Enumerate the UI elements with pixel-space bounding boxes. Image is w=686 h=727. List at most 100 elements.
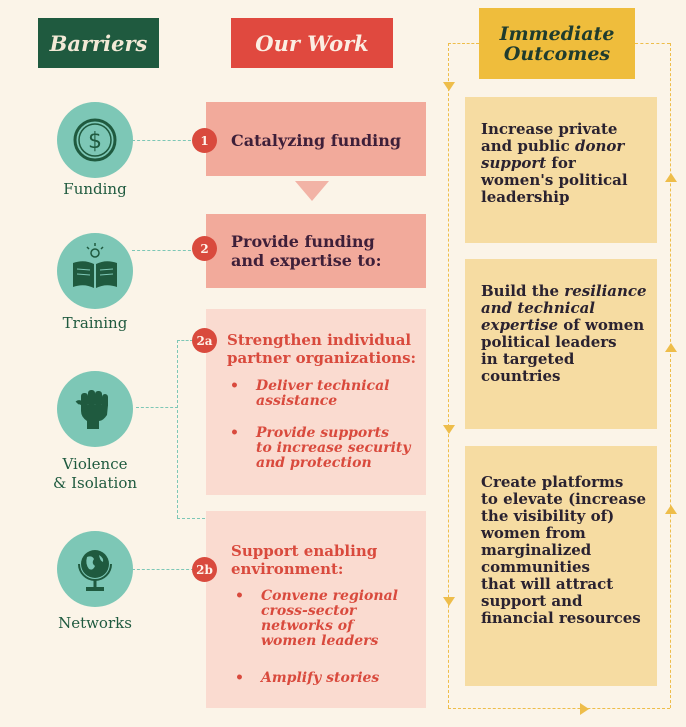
globe-icon (78, 550, 112, 591)
outcome-3-line: that will attract (481, 575, 614, 593)
open-book-icon (73, 243, 117, 288)
outcomes-frame-top-left (448, 43, 479, 44)
outcome-2-emphasis: expertise (481, 316, 559, 334)
networks-circle (57, 531, 133, 607)
outcome-2-emphasis: resiliance (564, 282, 647, 300)
connector-networks (132, 569, 194, 570)
barriers-header: Barriers (38, 18, 159, 68)
step-2a-bullet-2: Provide supports to increase security an… (230, 425, 411, 471)
outcome-1-line: and public (481, 137, 575, 155)
step-2a-box: Strengthen individual partner organizati… (206, 309, 426, 495)
step-2b-bullet-1-line3: networks of (261, 618, 354, 634)
outcomes-header-line1: Immediate (499, 22, 615, 45)
up-triangle-icon (665, 343, 677, 352)
outcome-box-3: Create platforms to elevate (increase th… (465, 446, 657, 686)
connector-violence (136, 407, 178, 408)
step-2a-title-line1: Strengthen individual (227, 331, 412, 349)
outcomes-frame-bottom (448, 708, 670, 709)
connector-training (132, 250, 196, 251)
outcome-2-line: in targeted (481, 350, 575, 368)
step-2a-bullet-1: Deliver technical assistance (230, 378, 390, 409)
outcome-2-line: political leaders (481, 333, 617, 351)
outcome-1-line: women's political (481, 171, 628, 189)
funding-circle: $ (57, 102, 133, 178)
step-2a-bullet-1-line1: Deliver technical (256, 378, 390, 394)
outcome-3-line: women from (481, 524, 586, 542)
step-2b-bullet-1-line1: Convene regional (261, 588, 398, 604)
step-2-title-line1: Provide funding (231, 232, 375, 251)
outcomes-frame-right (670, 43, 671, 708)
violence-label-line2: & Isolation (52, 474, 138, 492)
step-2a-bullet-1-line2: assistance (256, 393, 338, 409)
down-triangle-icon (443, 82, 455, 91)
step-1-badge: 1 (192, 128, 217, 153)
step-2-title: Provide funding and expertise to: (231, 232, 381, 270)
up-triangle-icon (665, 173, 677, 182)
outcome-1-emphasis: donor (574, 137, 625, 155)
outcome-3-text: Create platforms to elevate (increase th… (481, 474, 649, 627)
step-2a-bullet-2-line2: to increase security (256, 440, 411, 456)
outcome-2-emphasis: and technical (481, 299, 596, 317)
outcomes-header-line2: Outcomes (503, 42, 611, 65)
connector-violence-2b (177, 518, 205, 519)
violence-circle (57, 371, 133, 447)
outcome-box-1: Increase private and public donor suppor… (465, 97, 657, 243)
step-2-title-line2: and expertise to: (231, 251, 382, 270)
step-2a-title: Strengthen individual partner organizati… (227, 331, 416, 367)
outcome-2-line: of women (558, 316, 645, 334)
step-2b-bullet-1-line4: women leaders (261, 633, 379, 649)
outcome-3-line: marginalized (481, 541, 592, 559)
outcomes-frame-top-right (635, 43, 670, 44)
our-work-header: Our Work (231, 18, 393, 68)
step-2-box: Provide funding and expertise to: (206, 214, 426, 288)
outcome-3-line: Create platforms (481, 473, 624, 491)
outcome-3-line: the visibility of) (481, 507, 615, 525)
step-1-title: Catalyzing funding (231, 131, 402, 150)
outcome-2-line: countries (481, 367, 561, 385)
step-2b-badge: 2b (192, 557, 217, 582)
down-arrow-icon (295, 181, 329, 201)
barrier-label-training: Training (62, 314, 128, 332)
up-triangle-icon (665, 505, 677, 514)
barrier-label-funding: Funding (63, 180, 127, 198)
immediate-outcomes-header: Immediate Outcomes (479, 8, 635, 79)
barrier-label-networks: Networks (58, 614, 132, 632)
outcome-1-line: for (546, 154, 576, 172)
training-circle (57, 233, 133, 309)
step-2b-title: Support enabling environment: (231, 542, 377, 578)
svg-text:$: $ (88, 129, 102, 154)
step-2-badge: 2 (192, 236, 217, 261)
raised-fist-icon (75, 390, 108, 429)
outcome-2-line: Build the (481, 282, 565, 300)
violence-label-line1: Violence (62, 455, 128, 473)
step-2a-bullet-2-line3: and protection (256, 455, 372, 471)
connector-funding (132, 140, 196, 141)
step-2b-box: Support enabling environment: Convene re… (206, 511, 426, 708)
outcome-box-2: Build the resiliance and technical exper… (465, 259, 657, 429)
connector-violence-vertical (177, 340, 178, 518)
outcomes-frame-left (448, 43, 449, 708)
step-2b-bullet-1-line2: cross-sector (261, 603, 357, 619)
outcome-3-line: financial resources (481, 609, 641, 627)
step-2a-bullet-2-line1: Provide supports (256, 425, 389, 441)
outcome-3-line: support and (481, 592, 583, 610)
right-triangle-icon (580, 703, 589, 715)
step-2a-title-line2: partner organizations: (227, 349, 417, 367)
step-2b-bullet-1: Convene regional cross-sector networks o… (235, 588, 398, 649)
outcome-3-line: communities (481, 558, 591, 576)
step-1-box: Catalyzing funding (206, 102, 426, 176)
step-2b-bullet-2-line1: Amplify stories (261, 670, 380, 686)
outcome-3-line: to elevate (increase (481, 490, 647, 508)
connector-violence-2a (177, 340, 193, 341)
step-2b-title-line2: environment: (231, 560, 344, 578)
down-triangle-icon (443, 597, 455, 606)
outcome-1-line: Increase private (481, 120, 618, 138)
outcome-1-text: Increase private and public donor suppor… (481, 121, 649, 206)
step-2a-badge: 2a (192, 328, 217, 353)
down-triangle-icon (443, 425, 455, 434)
step-2b-title-line1: Support enabling (231, 542, 378, 560)
outcome-2-text: Build the resiliance and technical exper… (481, 283, 649, 385)
barrier-label-violence: Violence & Isolation (40, 455, 150, 493)
outcome-1-emphasis: support (481, 154, 547, 172)
outcome-1-line: leadership (481, 188, 570, 206)
